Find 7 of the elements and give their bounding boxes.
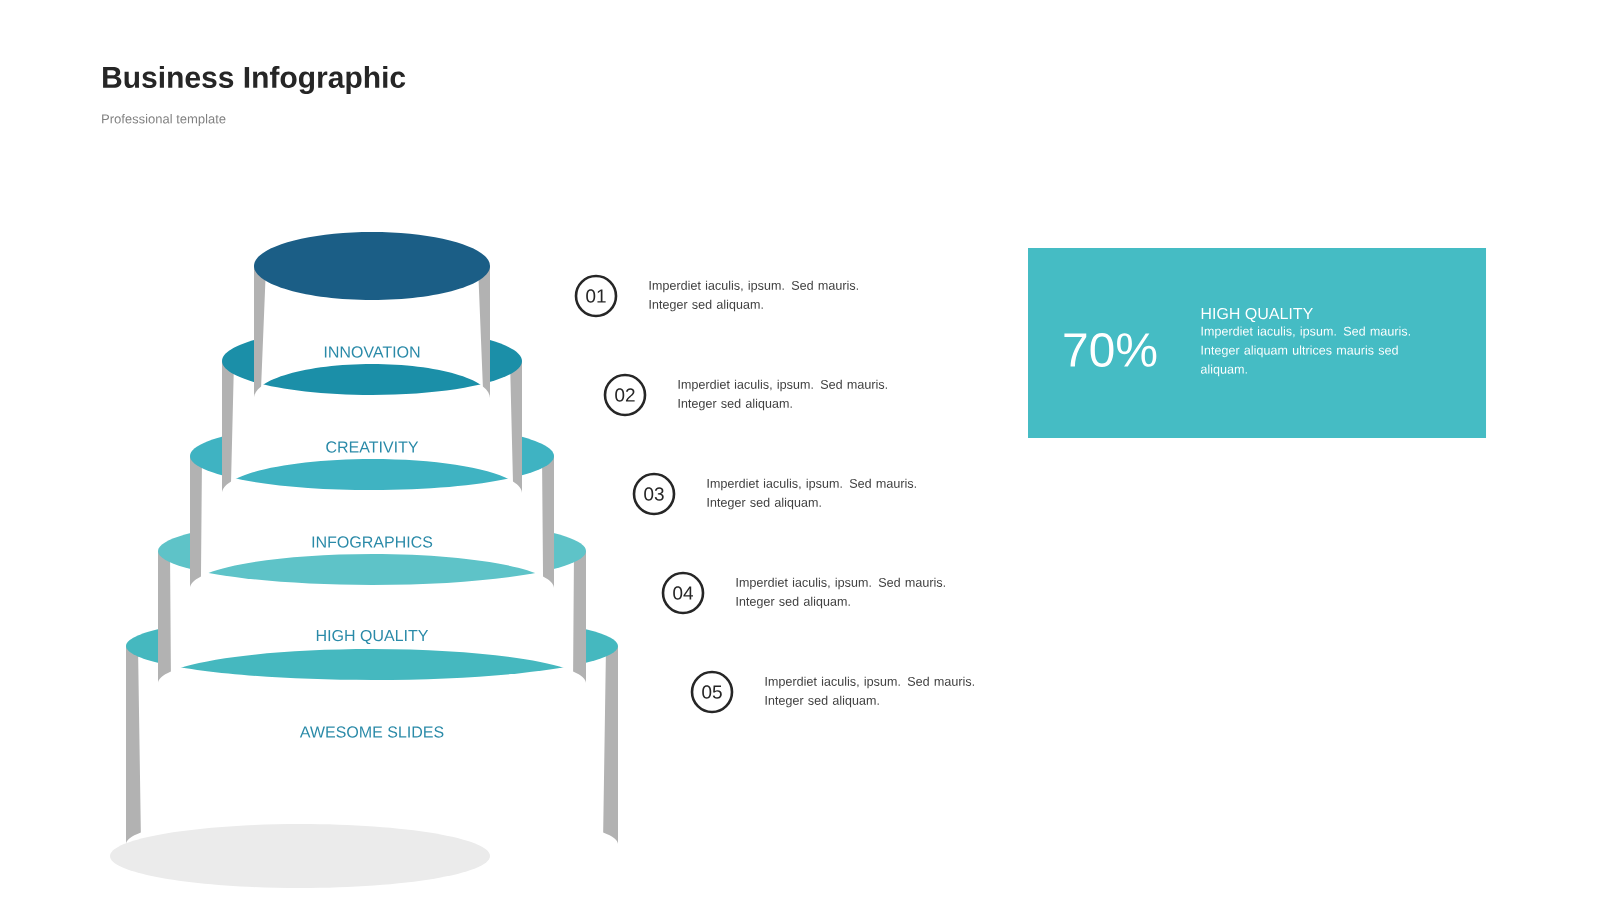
- title: Business Infographic: [103, 65, 406, 95]
- node-label: AWESOME SLIDES: [299, 726, 444, 738]
- node-label: CREATIVITY: [326, 441, 419, 453]
- node-label: INNOVATION: [324, 346, 420, 358]
- node-label: HIGH QUALITY: [316, 629, 429, 645]
- node-label: INFOGRAPHICS: [312, 536, 433, 548]
- cake-tier: INNOVATION: [254, 232, 490, 398]
